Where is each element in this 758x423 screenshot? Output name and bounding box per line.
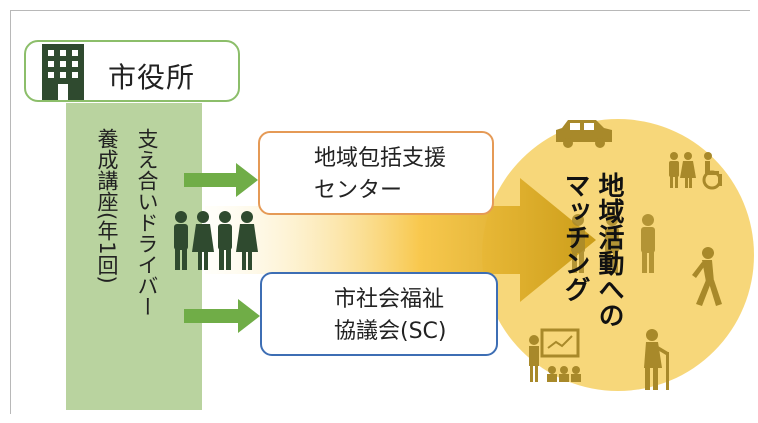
center-people-icon bbox=[571, 214, 655, 273]
agency2-line2: 協議会(SC) bbox=[334, 319, 447, 344]
wheelchair-icon bbox=[702, 152, 722, 190]
agency1-line2: センター bbox=[314, 178, 403, 203]
agency-box-social-welfare bbox=[260, 272, 498, 356]
small-arrow-2 bbox=[184, 299, 260, 333]
agency-box-community-support bbox=[258, 131, 494, 215]
car-icon bbox=[556, 120, 612, 148]
family-icon bbox=[669, 152, 696, 188]
walking-person-icon bbox=[692, 247, 722, 306]
training-text-line1: 支え合いドライバー bbox=[135, 128, 159, 317]
agency1-line1: 地域包括支援 bbox=[314, 146, 447, 171]
people-group-icon bbox=[174, 211, 258, 270]
training-text-line2: 養成講座(年1回) bbox=[95, 128, 119, 284]
agency2-line1: 市社会福祉 bbox=[334, 287, 445, 312]
diagram-frame bbox=[10, 10, 750, 414]
matching-text-line1: 地域活動への bbox=[594, 172, 624, 328]
city-hall-label: 市役所 bbox=[108, 61, 196, 94]
building-icon bbox=[42, 44, 84, 100]
small-arrow-1 bbox=[184, 163, 258, 197]
teacher-icon bbox=[529, 328, 581, 382]
matching-text-line2: マッチング bbox=[560, 172, 590, 302]
elderly-cane-icon bbox=[644, 329, 669, 390]
